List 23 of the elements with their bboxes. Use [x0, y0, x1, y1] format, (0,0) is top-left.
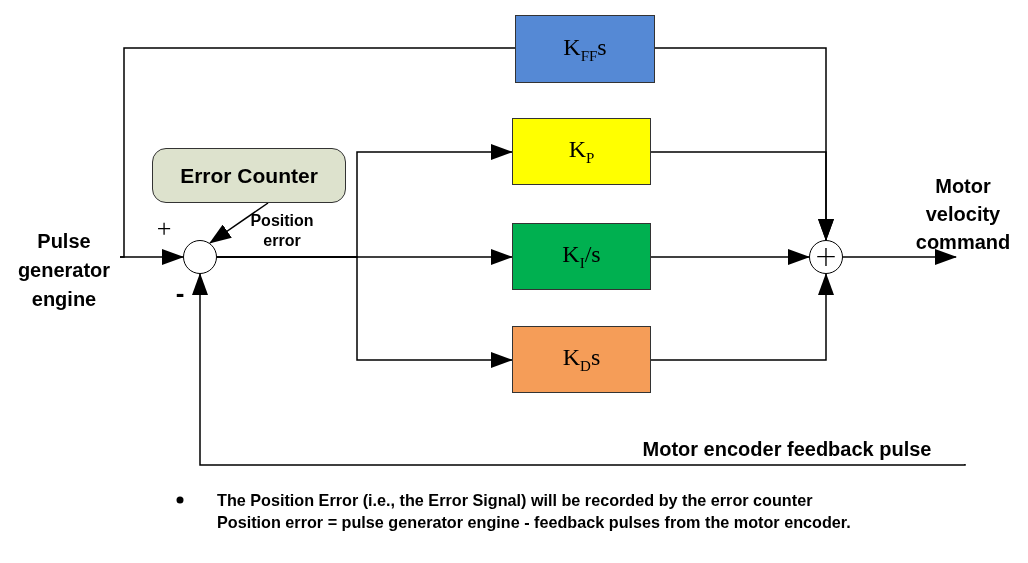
signal-label: Position error	[249, 211, 315, 251]
summing-junction	[183, 240, 217, 274]
arrow	[650, 273, 834, 361]
output-label: Motor velocity command	[898, 170, 1028, 257]
plus-sign: +	[155, 214, 173, 244]
note-text: The Position Error (i.e., the Error Signal) will be recorded by the error counter	[217, 490, 814, 511]
arrow	[650, 151, 834, 241]
summing-junction: +	[809, 240, 843, 274]
arrow	[216, 256, 513, 368]
arrow	[192, 273, 966, 466]
error-counter-box: Error Counter	[152, 148, 346, 203]
proportional-block: K$_{P}$	[512, 118, 651, 185]
feedforward-block: K$_{FF}$s	[515, 15, 655, 83]
integral-block: K$_{I}$/s	[512, 223, 651, 290]
feedback-label: Motor encoder feedback pulse	[606, 434, 968, 464]
minus-sign: -	[174, 278, 186, 309]
connector-line	[119, 47, 516, 258]
arrow	[209, 202, 269, 244]
input-label: Pulse generator engine	[8, 226, 120, 314]
note-text: Position error = pulse generator engine - feedback pulses from the motor encoder.	[217, 512, 852, 533]
derivative-block: K$_{D}$s	[512, 326, 651, 393]
arrow	[842, 249, 957, 265]
arrow	[650, 249, 810, 265]
